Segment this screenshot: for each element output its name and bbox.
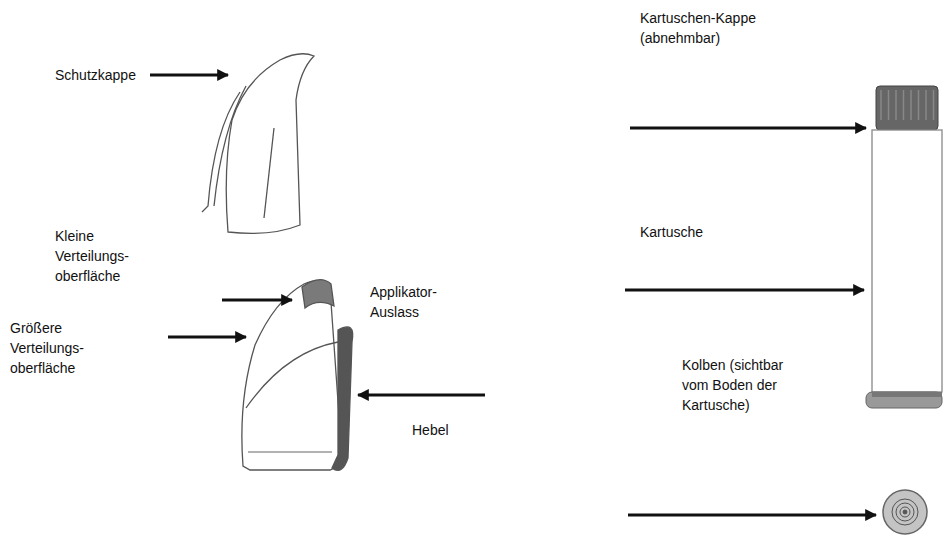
piston bbox=[883, 490, 927, 534]
part-label: Kartusche bbox=[640, 222, 780, 242]
cap-rib bbox=[880, 90, 882, 120]
cap-rib bbox=[918, 90, 920, 120]
cap-rib bbox=[933, 90, 935, 120]
part-label: Kleine Verteilungs- oberfläche bbox=[55, 226, 150, 286]
cap-rib bbox=[910, 90, 912, 120]
part-label: Kolben (sichtbar vom Boden der Kartusche… bbox=[682, 355, 812, 415]
applicator bbox=[242, 280, 353, 471]
cap-rib bbox=[925, 90, 927, 120]
cartridge bbox=[866, 86, 942, 408]
part-label: Hebel bbox=[412, 420, 492, 440]
leader-arrow bbox=[150, 75, 876, 515]
cap-rib bbox=[888, 90, 890, 120]
cap-rib bbox=[895, 90, 897, 120]
protective-cap bbox=[202, 54, 314, 234]
part-label: Kartuschen-Kappe (abnehmbar) bbox=[640, 8, 780, 48]
part-label: Schutzkappe bbox=[55, 65, 185, 85]
cap-rib bbox=[903, 90, 905, 120]
part-label: Applikator- Auslass bbox=[370, 282, 460, 322]
part-label: Größere Verteilungs- oberfläche bbox=[10, 318, 105, 378]
